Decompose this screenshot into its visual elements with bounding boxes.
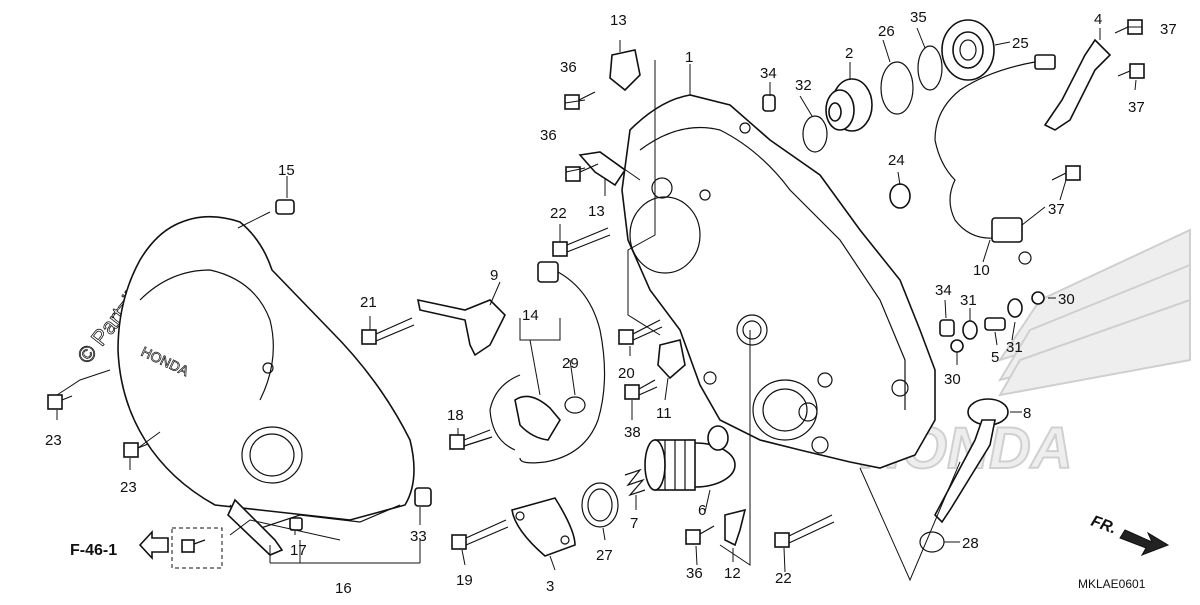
- washer-30a: [1031, 291, 1045, 305]
- label-32: 32: [795, 77, 812, 94]
- label-30a: 30: [1058, 291, 1075, 308]
- label-30b: 30: [944, 371, 961, 388]
- label-13b: 13: [588, 203, 605, 220]
- washer-31a: [962, 320, 978, 340]
- label-23a: 23: [45, 432, 62, 449]
- direction-label: FR.: [1089, 513, 1119, 538]
- label-16: 16: [335, 580, 352, 597]
- bolt-19: [451, 519, 509, 550]
- bolt-36c: [685, 525, 715, 545]
- label-6: 6: [698, 502, 706, 519]
- label-34a: 34: [760, 65, 777, 82]
- label-35: 35: [910, 9, 927, 26]
- bolt-15: [275, 199, 295, 215]
- seal-and-bearing: [802, 19, 995, 153]
- bolt-22b: [774, 514, 835, 548]
- label-12: 12: [724, 565, 741, 582]
- label-31b: 31: [1006, 339, 1023, 356]
- label-14: 14: [522, 307, 539, 324]
- label-4: 4: [1094, 11, 1102, 28]
- main-case: [621, 94, 936, 469]
- bolt-17: [289, 517, 303, 531]
- part-labels: 1 2 3 4 5 6 7 8 9 10 11 12 13 13 14 15 1…: [45, 9, 1177, 597]
- washer-31b: [1007, 298, 1023, 318]
- bolt-18: [449, 429, 493, 450]
- label-34b: 34: [935, 282, 952, 299]
- label-36c: 36: [686, 565, 703, 582]
- bolt-ref: [181, 539, 206, 553]
- label-27: 27: [596, 547, 613, 564]
- label-22a: 22: [550, 205, 567, 222]
- label-7: 7: [630, 515, 638, 532]
- direction-arrow-icon: [1119, 529, 1170, 556]
- diagram-code: MKLAE0601: [1078, 577, 1146, 591]
- label-36a: 36: [560, 59, 577, 76]
- washer-30b: [950, 339, 964, 353]
- dowel-34a: [762, 94, 776, 112]
- label-29: 29: [562, 355, 579, 372]
- washer-24: [889, 183, 911, 209]
- dowel-34b: [939, 319, 955, 337]
- filter-washer: [707, 425, 729, 451]
- dowel-33: [414, 487, 432, 507]
- front-direction-indicator: FR.: [1089, 513, 1170, 556]
- left-cover: HONDA: [117, 215, 415, 556]
- label-23b: 23: [120, 479, 137, 496]
- bolt-37b: [1117, 63, 1145, 79]
- label-28: 28: [962, 535, 979, 552]
- label-13a: 13: [610, 12, 627, 29]
- bolt-37c: [1051, 165, 1081, 181]
- honda-wing-watermark: HONDA: [859, 228, 1191, 482]
- circlip-35: [917, 45, 943, 91]
- label-36b: 36: [540, 127, 557, 144]
- label-10: 10: [973, 262, 990, 279]
- label-38: 38: [624, 424, 641, 441]
- label-24: 24: [888, 152, 905, 169]
- label-15: 15: [278, 162, 295, 179]
- label-17: 17: [290, 542, 307, 559]
- bolts: [47, 19, 1145, 553]
- bolt-38: [624, 379, 658, 400]
- leader-lines: [56, 26, 1142, 582]
- o-ring-26: [880, 61, 914, 115]
- label-22b: 22: [775, 570, 792, 587]
- dipstick: [919, 398, 1009, 553]
- oil-filter-group: [511, 425, 736, 557]
- label-33: 33: [410, 528, 427, 545]
- pickup-and-wire: [416, 261, 606, 464]
- reference-label: F-46-1: [70, 542, 117, 559]
- sensor-assembly: [934, 38, 1112, 265]
- bolt-23a: [47, 394, 73, 410]
- label-2: 2: [845, 45, 853, 62]
- label-20: 20: [618, 365, 635, 382]
- label-1: 1: [685, 49, 693, 66]
- bolt-20: [618, 319, 663, 345]
- label-37c: 37: [1048, 201, 1065, 218]
- label-25: 25: [1012, 35, 1029, 52]
- label-11: 11: [656, 405, 672, 422]
- label-21: 21: [360, 294, 377, 311]
- reference-callout: F-46-1: [70, 527, 223, 569]
- label-9: 9: [490, 267, 498, 284]
- label-37b: 37: [1128, 99, 1145, 116]
- label-3: 3: [546, 578, 554, 595]
- brackets: [578, 49, 747, 547]
- label-37a: 37: [1160, 21, 1177, 38]
- label-5: 5: [991, 349, 999, 366]
- o-ring-32: [802, 115, 828, 153]
- bolt-21: [361, 317, 415, 345]
- label-19: 19: [456, 572, 473, 589]
- bolt-5: [984, 317, 1006, 331]
- bolt-36b: [565, 163, 599, 182]
- bolt-23b: [123, 442, 149, 458]
- label-31a: 31: [960, 292, 977, 309]
- label-26: 26: [878, 23, 895, 40]
- bolt-22a: [552, 227, 611, 257]
- label-8: 8: [1023, 405, 1031, 422]
- label-18: 18: [447, 407, 464, 424]
